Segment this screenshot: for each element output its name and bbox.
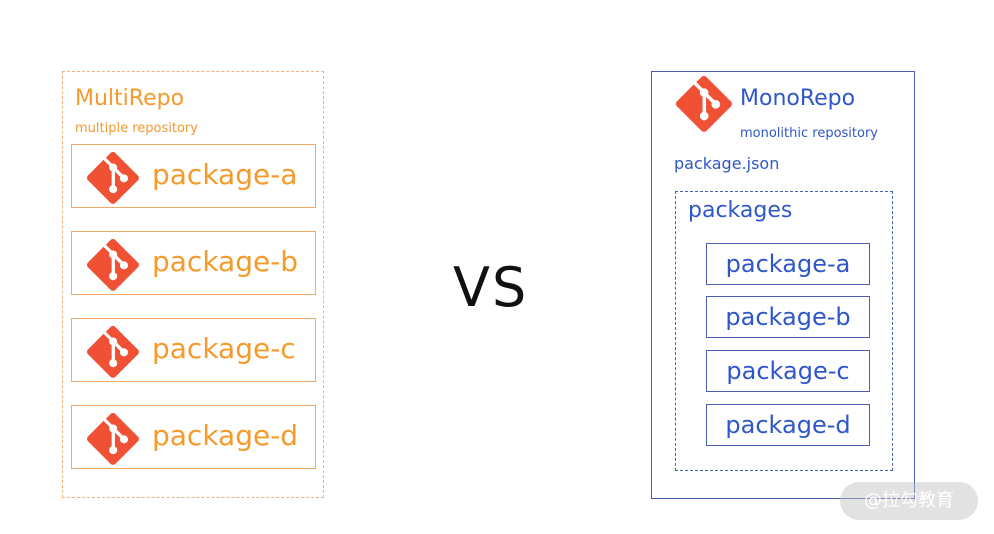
packages-folder: packages package-a package-b package-c p… — [675, 191, 893, 471]
monorepo-title: MonoRepo — [740, 86, 856, 111]
git-logo-icon — [87, 239, 139, 291]
vs-label: VS — [453, 256, 529, 319]
multirepo-package-b: package-b — [71, 231, 316, 295]
packages-folder-title: packages — [688, 198, 793, 223]
package-label: package-a — [725, 250, 851, 278]
package-label: package-b — [725, 303, 851, 331]
monorepo-package-c: package-c — [706, 350, 870, 392]
git-logo-icon — [87, 326, 139, 378]
watermark-badge: @拉勾教育 — [840, 482, 978, 520]
multirepo-package-c: package-c — [71, 318, 316, 382]
monorepo-package-a: package-a — [706, 243, 870, 285]
monorepo-panel: MonoRepo monolithic repository package.j… — [651, 71, 915, 499]
git-logo-icon — [676, 76, 732, 132]
monorepo-package-b: package-b — [706, 296, 870, 338]
multirepo-panel: MultiRepo multiple repository package-a … — [62, 71, 324, 498]
multirepo-package-d: package-d — [71, 405, 316, 469]
package-label: package-d — [152, 419, 299, 452]
multirepo-subtitle: multiple repository — [75, 121, 198, 136]
package-json-label: package.json — [674, 154, 780, 173]
monorepo-package-d: package-d — [706, 404, 870, 446]
git-logo-icon — [87, 152, 139, 204]
package-label: package-c — [152, 332, 296, 365]
monorepo-subtitle: monolithic repository — [740, 126, 878, 141]
git-logo-icon — [87, 413, 139, 465]
package-label: package-a — [152, 158, 298, 191]
multirepo-package-a: package-a — [71, 144, 316, 208]
package-label: package-c — [726, 357, 850, 385]
package-label: package-d — [725, 411, 851, 439]
package-label: package-b — [152, 245, 299, 278]
multirepo-title: MultiRepo — [75, 86, 185, 111]
